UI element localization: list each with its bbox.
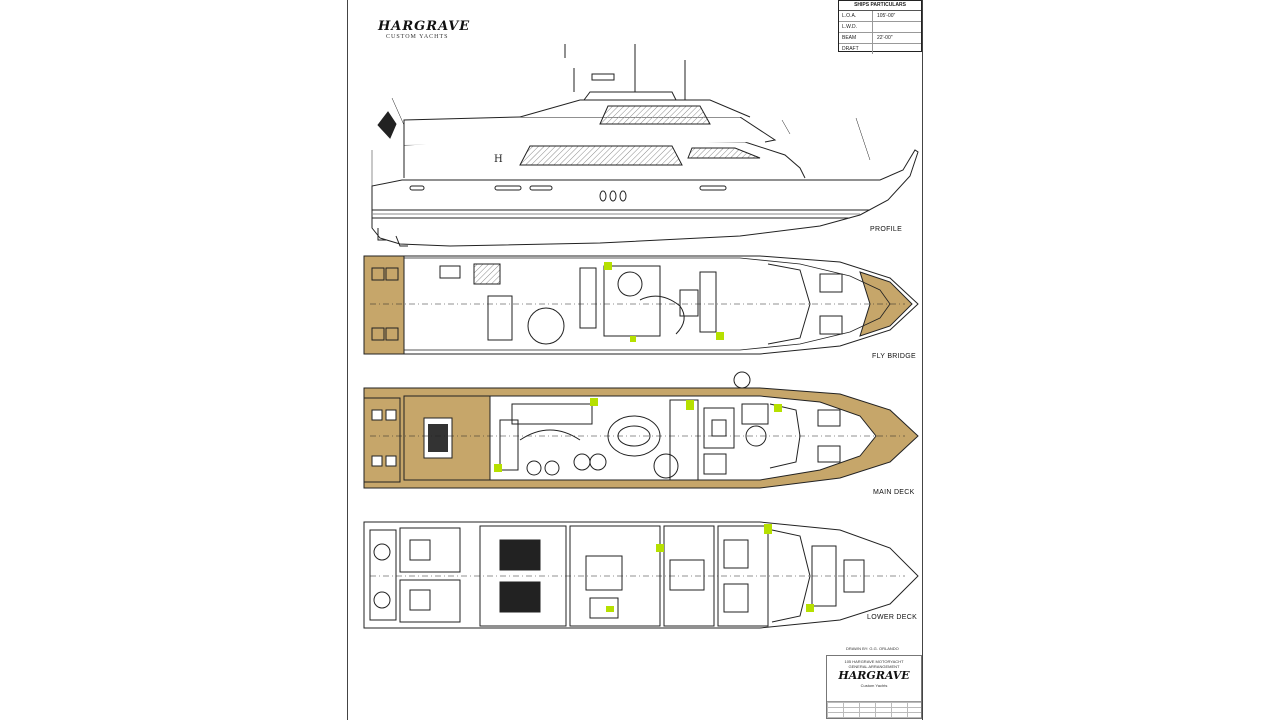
- hargrave-logo-subtitle: CUSTOM YACHTS: [386, 34, 449, 40]
- lower-deck-label: LOWER DECK: [867, 614, 918, 621]
- main-deck-plan: [363, 371, 919, 489]
- main-deck-label: MAIN DECK: [873, 489, 915, 496]
- title-block-logo-sub: Custom Yachts: [860, 683, 888, 688]
- spec-row: L.W.D.: [839, 22, 921, 33]
- spec-key: L.W.D.: [839, 22, 873, 32]
- project-name: 105 HARGRAVE MOTORYACHT: [844, 659, 904, 664]
- spec-key: DRAFT: [839, 44, 873, 54]
- ships-particulars-box: SHIPS PARTICULARS L.O.A. 105'-00" L.W.D.…: [838, 0, 922, 54]
- hargrave-logo: HARGRAVE: [378, 19, 471, 34]
- spec-value: 105'-00": [877, 13, 896, 19]
- svg-text:H: H: [494, 154, 503, 165]
- profile-view: H: [371, 44, 919, 247]
- spec-row: DRAFT: [839, 44, 921, 54]
- title-block-grid: [827, 701, 921, 718]
- title-block: 105 HARGRAVE MOTORYACHT GENERAL ARRANGEM…: [826, 655, 922, 719]
- spec-row: L.O.A. 105'-00": [839, 11, 921, 22]
- profile-label: PROFILE: [870, 226, 903, 233]
- spec-value: 22'-00": [877, 35, 893, 41]
- fly-bridge-plan: [363, 255, 919, 355]
- spec-key: L.O.A.: [839, 11, 873, 21]
- lower-deck-plan: [363, 521, 919, 629]
- sheet-name: GENERAL ARRANGEMENT: [848, 664, 900, 669]
- spec-key: BEAM: [839, 33, 873, 43]
- title-block-logo: HARGRAVE: [838, 669, 910, 682]
- spec-title: SHIPS PARTICULARS: [839, 1, 921, 11]
- spec-row: BEAM 22'-00": [839, 33, 921, 44]
- drawn-by-note: DRAWN BY: G.G. ORLANDO: [846, 646, 899, 651]
- fly-bridge-label: FLY BRIDGE: [872, 353, 916, 360]
